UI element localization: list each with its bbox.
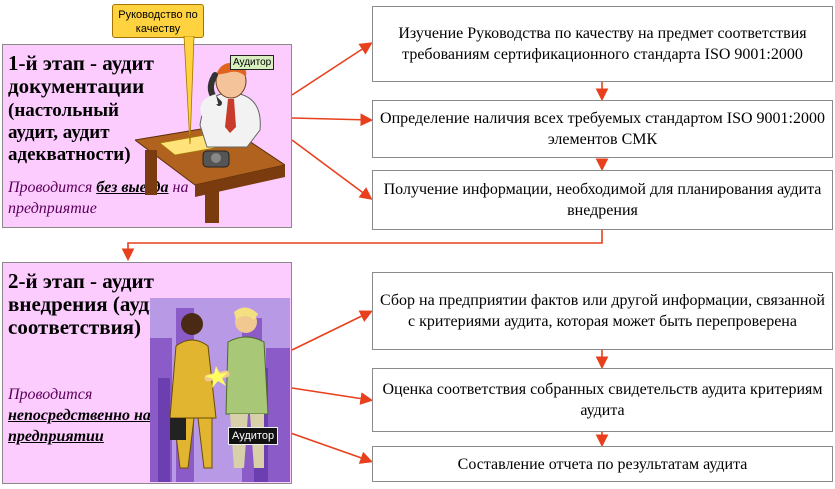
arrow-stage1-step1 — [291, 42, 373, 96]
step-box-3: Получение информации, необходимой для пл… — [372, 170, 833, 230]
stage1-auditor-label: Аудитор — [230, 55, 275, 70]
arrow-stage1-step3 — [291, 139, 373, 200]
step-box-2: Определение наличия всех требуемых станд… — [372, 100, 833, 158]
quality-manual-callout: Руководство по качеству — [112, 4, 204, 38]
stage1-title: 1-й этап - аудит документации — [8, 51, 154, 98]
arrow-stage2-step6 — [281, 429, 374, 464]
handshake-illustration — [150, 298, 290, 482]
stage2-note: Проводится непосредственно на предприяти… — [8, 386, 151, 445]
step-box-6: Составление отчета по результатам аудита — [372, 446, 833, 482]
step-box-5: Оценка соответствия собранных свидетельс… — [372, 368, 833, 432]
arrow-step3-stage2 — [121, 230, 603, 262]
stage2-auditor-label: Аудитор — [228, 427, 279, 445]
arrow-stage1-step2 — [291, 113, 374, 127]
callout-pointer — [183, 36, 195, 145]
arrow-stage2-step5 — [291, 387, 374, 405]
stage1-subtitle: (настольный аудит, аудит адекватности) — [8, 100, 131, 165]
arrow-stage2-step4 — [291, 310, 373, 351]
step-box-4: Сбор на предприятии фактов или другой ин… — [372, 272, 833, 350]
auditor-desk-illustration — [135, 62, 285, 223]
step-box-1: Изучение Руководства по качеству на пред… — [372, 6, 833, 82]
